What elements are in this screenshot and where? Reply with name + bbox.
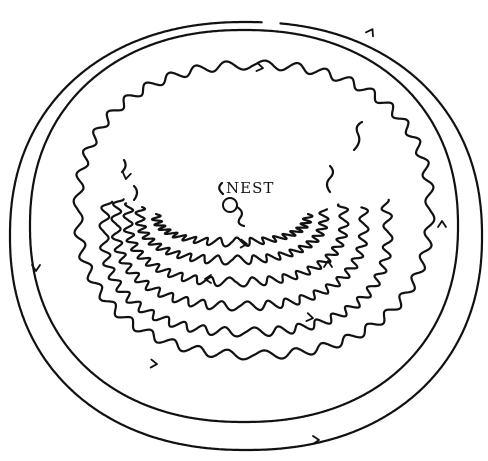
nest-icon bbox=[223, 198, 237, 212]
connector-wiggle-4 bbox=[134, 186, 137, 200]
connector-wiggle-3 bbox=[122, 160, 126, 172]
nest-tail-icon bbox=[219, 183, 223, 194]
outer-loop-1 bbox=[10, 22, 482, 450]
direction-arrow-icon bbox=[366, 27, 376, 36]
wavy-loop-1 bbox=[74, 61, 435, 360]
nest-label: NEST bbox=[226, 179, 274, 197]
path-loops bbox=[10, 22, 482, 450]
direction-arrow-icon bbox=[151, 360, 158, 368]
connector-wiggle-1 bbox=[354, 122, 362, 150]
direction-arrow-icon bbox=[122, 172, 131, 179]
direction-arrow-icon bbox=[306, 313, 313, 322]
nest-exit-icon bbox=[237, 207, 244, 226]
direction-arrow-icon bbox=[256, 63, 263, 72]
wavy-loop-5 bbox=[136, 207, 329, 264]
direction-arrow-icon bbox=[438, 221, 446, 227]
wavy-loop-6 bbox=[152, 214, 312, 246]
nest-marker: NEST bbox=[219, 179, 274, 226]
connector-wiggle-2 bbox=[327, 166, 333, 192]
